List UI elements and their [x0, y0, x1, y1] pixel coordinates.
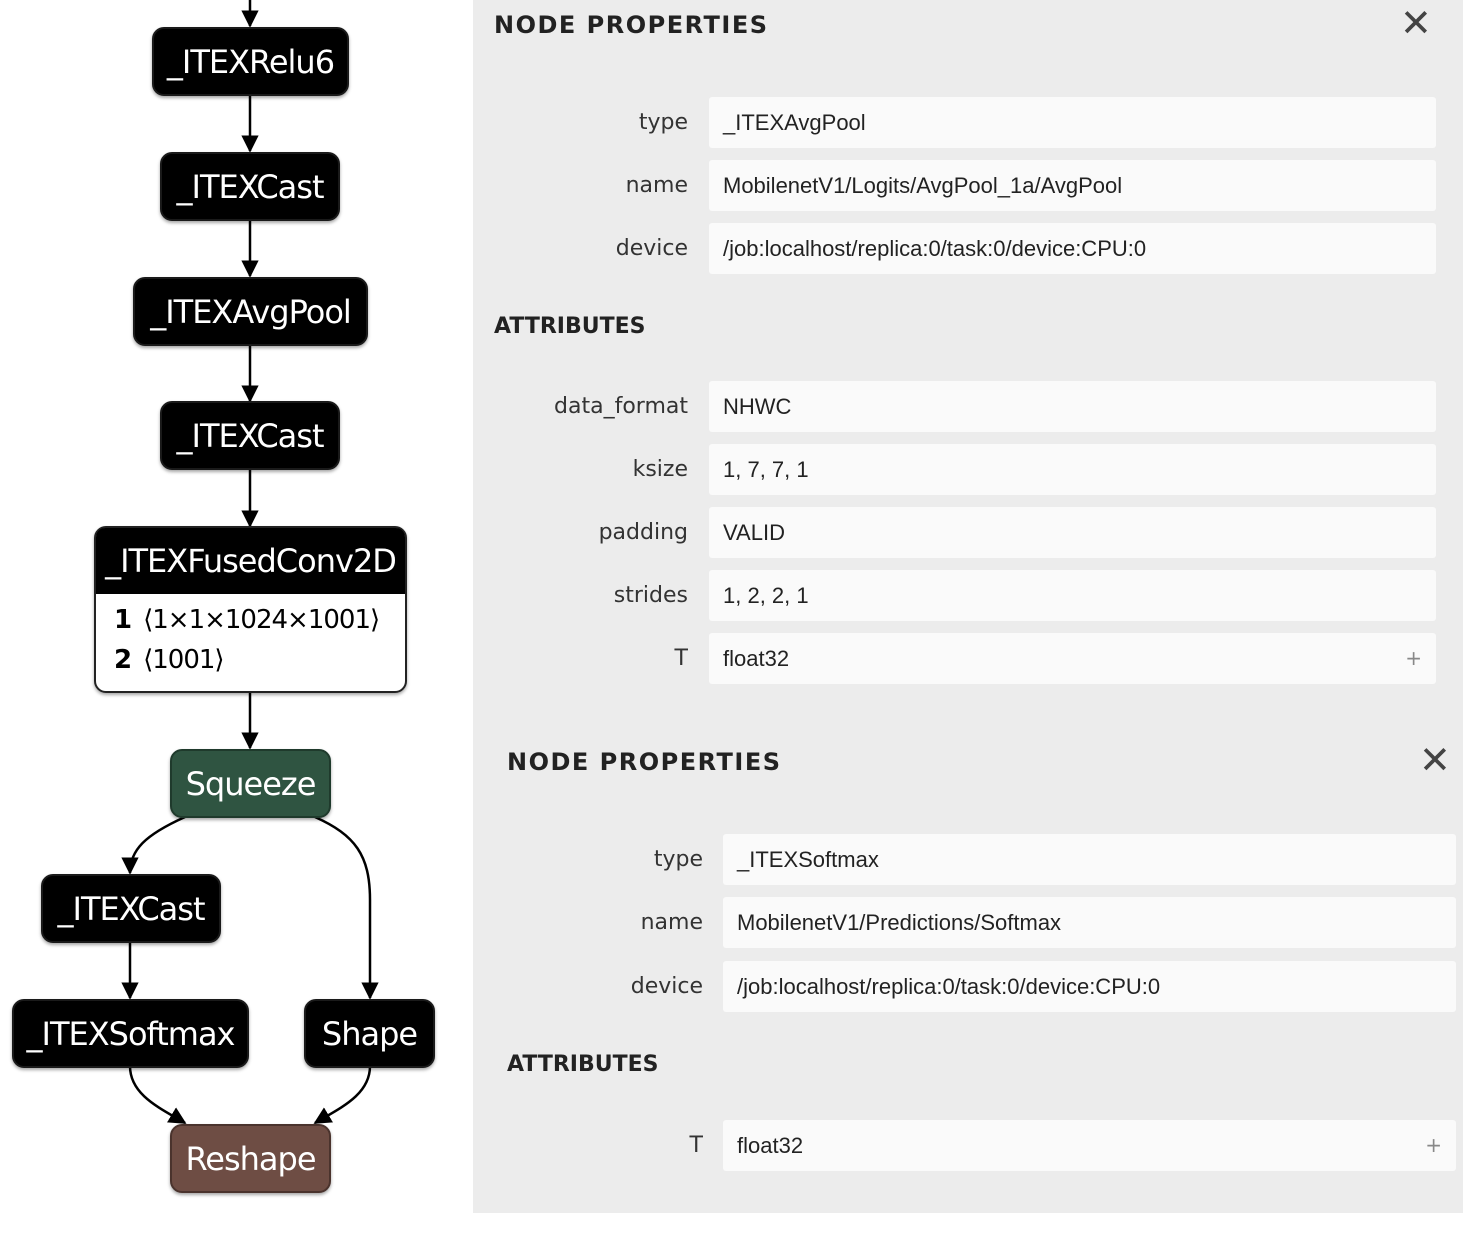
- node-itex-cast-1[interactable]: _ITEXCast: [160, 152, 340, 221]
- edge-shape-reshape: [313, 1065, 372, 1125]
- node-shape[interactable]: Shape: [304, 999, 435, 1068]
- attribute-row-t: T float32 +: [473, 633, 1436, 684]
- panel-title: NODE PROPERTIES: [494, 11, 769, 39]
- property-row-device: device /job:localhost/replica:0/task:0/d…: [473, 223, 1436, 274]
- attribute-row-data-format: data_format NHWC: [473, 381, 1436, 432]
- graph-edges: [121, 0, 379, 1125]
- property-label: name: [640, 910, 703, 935]
- attribute-row-padding: padding VALID: [473, 507, 1436, 558]
- attribute-value[interactable]: VALID: [709, 507, 1436, 558]
- input-index: 1: [114, 605, 132, 635]
- attribute-value[interactable]: NHWC: [709, 381, 1436, 432]
- node-squeeze[interactable]: Squeeze: [170, 749, 331, 818]
- attribute-label: padding: [598, 520, 688, 545]
- property-label: type: [638, 110, 688, 135]
- node-itex-softmax[interactable]: _ITEXSoftmax: [12, 999, 249, 1068]
- attribute-label: ksize: [632, 457, 688, 482]
- fused-conv2d-input-2: 2 ⟨1001⟩: [96, 640, 405, 680]
- attribute-label: data_format: [554, 394, 688, 419]
- property-value[interactable]: MobilenetV1/Predictions/Softmax: [723, 897, 1456, 948]
- property-row-type: type _ITEXSoftmax: [473, 834, 1456, 885]
- node-itex-avgpool[interactable]: _ITEXAvgPool: [133, 277, 368, 346]
- expand-plus-icon[interactable]: +: [1405, 646, 1422, 670]
- attribute-label: T: [674, 646, 688, 671]
- input-shape: ⟨1001⟩: [143, 645, 224, 675]
- attributes-title: ATTRIBUTES: [507, 1052, 659, 1077]
- attribute-value[interactable]: 1, 2, 2, 1: [709, 570, 1436, 621]
- fused-conv2d-title: _ITEXFusedConv2D: [96, 528, 405, 594]
- property-label: type: [653, 847, 703, 872]
- node-reshape[interactable]: Reshape: [170, 1124, 331, 1193]
- node-itex-relu6[interactable]: _ITEXRelu6: [152, 27, 349, 96]
- attribute-label: strides: [613, 583, 688, 608]
- attribute-row-t: T float32 +: [473, 1120, 1456, 1171]
- attributes-title: ATTRIBUTES: [494, 314, 646, 339]
- expand-plus-icon[interactable]: +: [1425, 1133, 1442, 1157]
- node-itex-fused-conv2d[interactable]: _ITEXFusedConv2D 1 ⟨1×1×1024×1001⟩ 2 ⟨1001…: [94, 526, 407, 693]
- node-properties-panel-avgpool: NODE PROPERTIES ✕ type _ITEXAvgPool name…: [473, 0, 1463, 718]
- edge-softmax-reshape: [128, 1065, 187, 1125]
- attribute-value[interactable]: float32: [723, 1120, 1456, 1171]
- property-value[interactable]: MobilenetV1/Logits/AvgPool_1a/AvgPool: [709, 160, 1436, 211]
- property-label: device: [615, 236, 688, 261]
- attribute-row-strides: strides 1, 2, 2, 1: [473, 570, 1436, 621]
- property-value[interactable]: /job:localhost/replica:0/task:0/device:C…: [709, 223, 1436, 274]
- property-row-name: name MobilenetV1/Logits/AvgPool_1a/AvgPo…: [473, 160, 1436, 211]
- close-icon[interactable]: ✕: [1419, 738, 1451, 782]
- property-row-type: type _ITEXAvgPool: [473, 97, 1436, 148]
- property-label: device: [630, 974, 703, 999]
- property-row-device: device /job:localhost/replica:0/task:0/d…: [473, 961, 1456, 1012]
- property-label: name: [625, 173, 688, 198]
- edge-squeeze-cast: [121, 815, 186, 875]
- attribute-label: T: [689, 1133, 703, 1158]
- input-index: 2: [114, 645, 132, 675]
- node-properties-panel-softmax: NODE PROPERTIES ✕ type _ITEXSoftmax name…: [473, 718, 1463, 1213]
- close-icon[interactable]: ✕: [1400, 1, 1432, 45]
- edge-squeeze-shape: [314, 815, 379, 1000]
- attribute-value[interactable]: 1, 7, 7, 1: [709, 444, 1436, 495]
- node-itex-cast-2[interactable]: _ITEXCast: [160, 401, 340, 470]
- panel-title: NODE PROPERTIES: [507, 748, 782, 776]
- property-value[interactable]: _ITEXSoftmax: [723, 834, 1456, 885]
- input-shape: ⟨1×1×1024×1001⟩: [143, 605, 380, 635]
- node-itex-cast-3[interactable]: _ITEXCast: [41, 874, 221, 943]
- attribute-value[interactable]: float32: [709, 633, 1436, 684]
- property-value[interactable]: /job:localhost/replica:0/task:0/device:C…: [723, 961, 1456, 1012]
- attribute-row-ksize: ksize 1, 7, 7, 1: [473, 444, 1436, 495]
- graph-canvas: _ITEXRelu6 _ITEXCast _ITEXAvgPool _ITEXC…: [0, 0, 473, 1245]
- fused-conv2d-input-1: 1 ⟨1×1×1024×1001⟩: [96, 600, 405, 640]
- property-value[interactable]: _ITEXAvgPool: [709, 97, 1436, 148]
- property-row-name: name MobilenetV1/Predictions/Softmax: [473, 897, 1456, 948]
